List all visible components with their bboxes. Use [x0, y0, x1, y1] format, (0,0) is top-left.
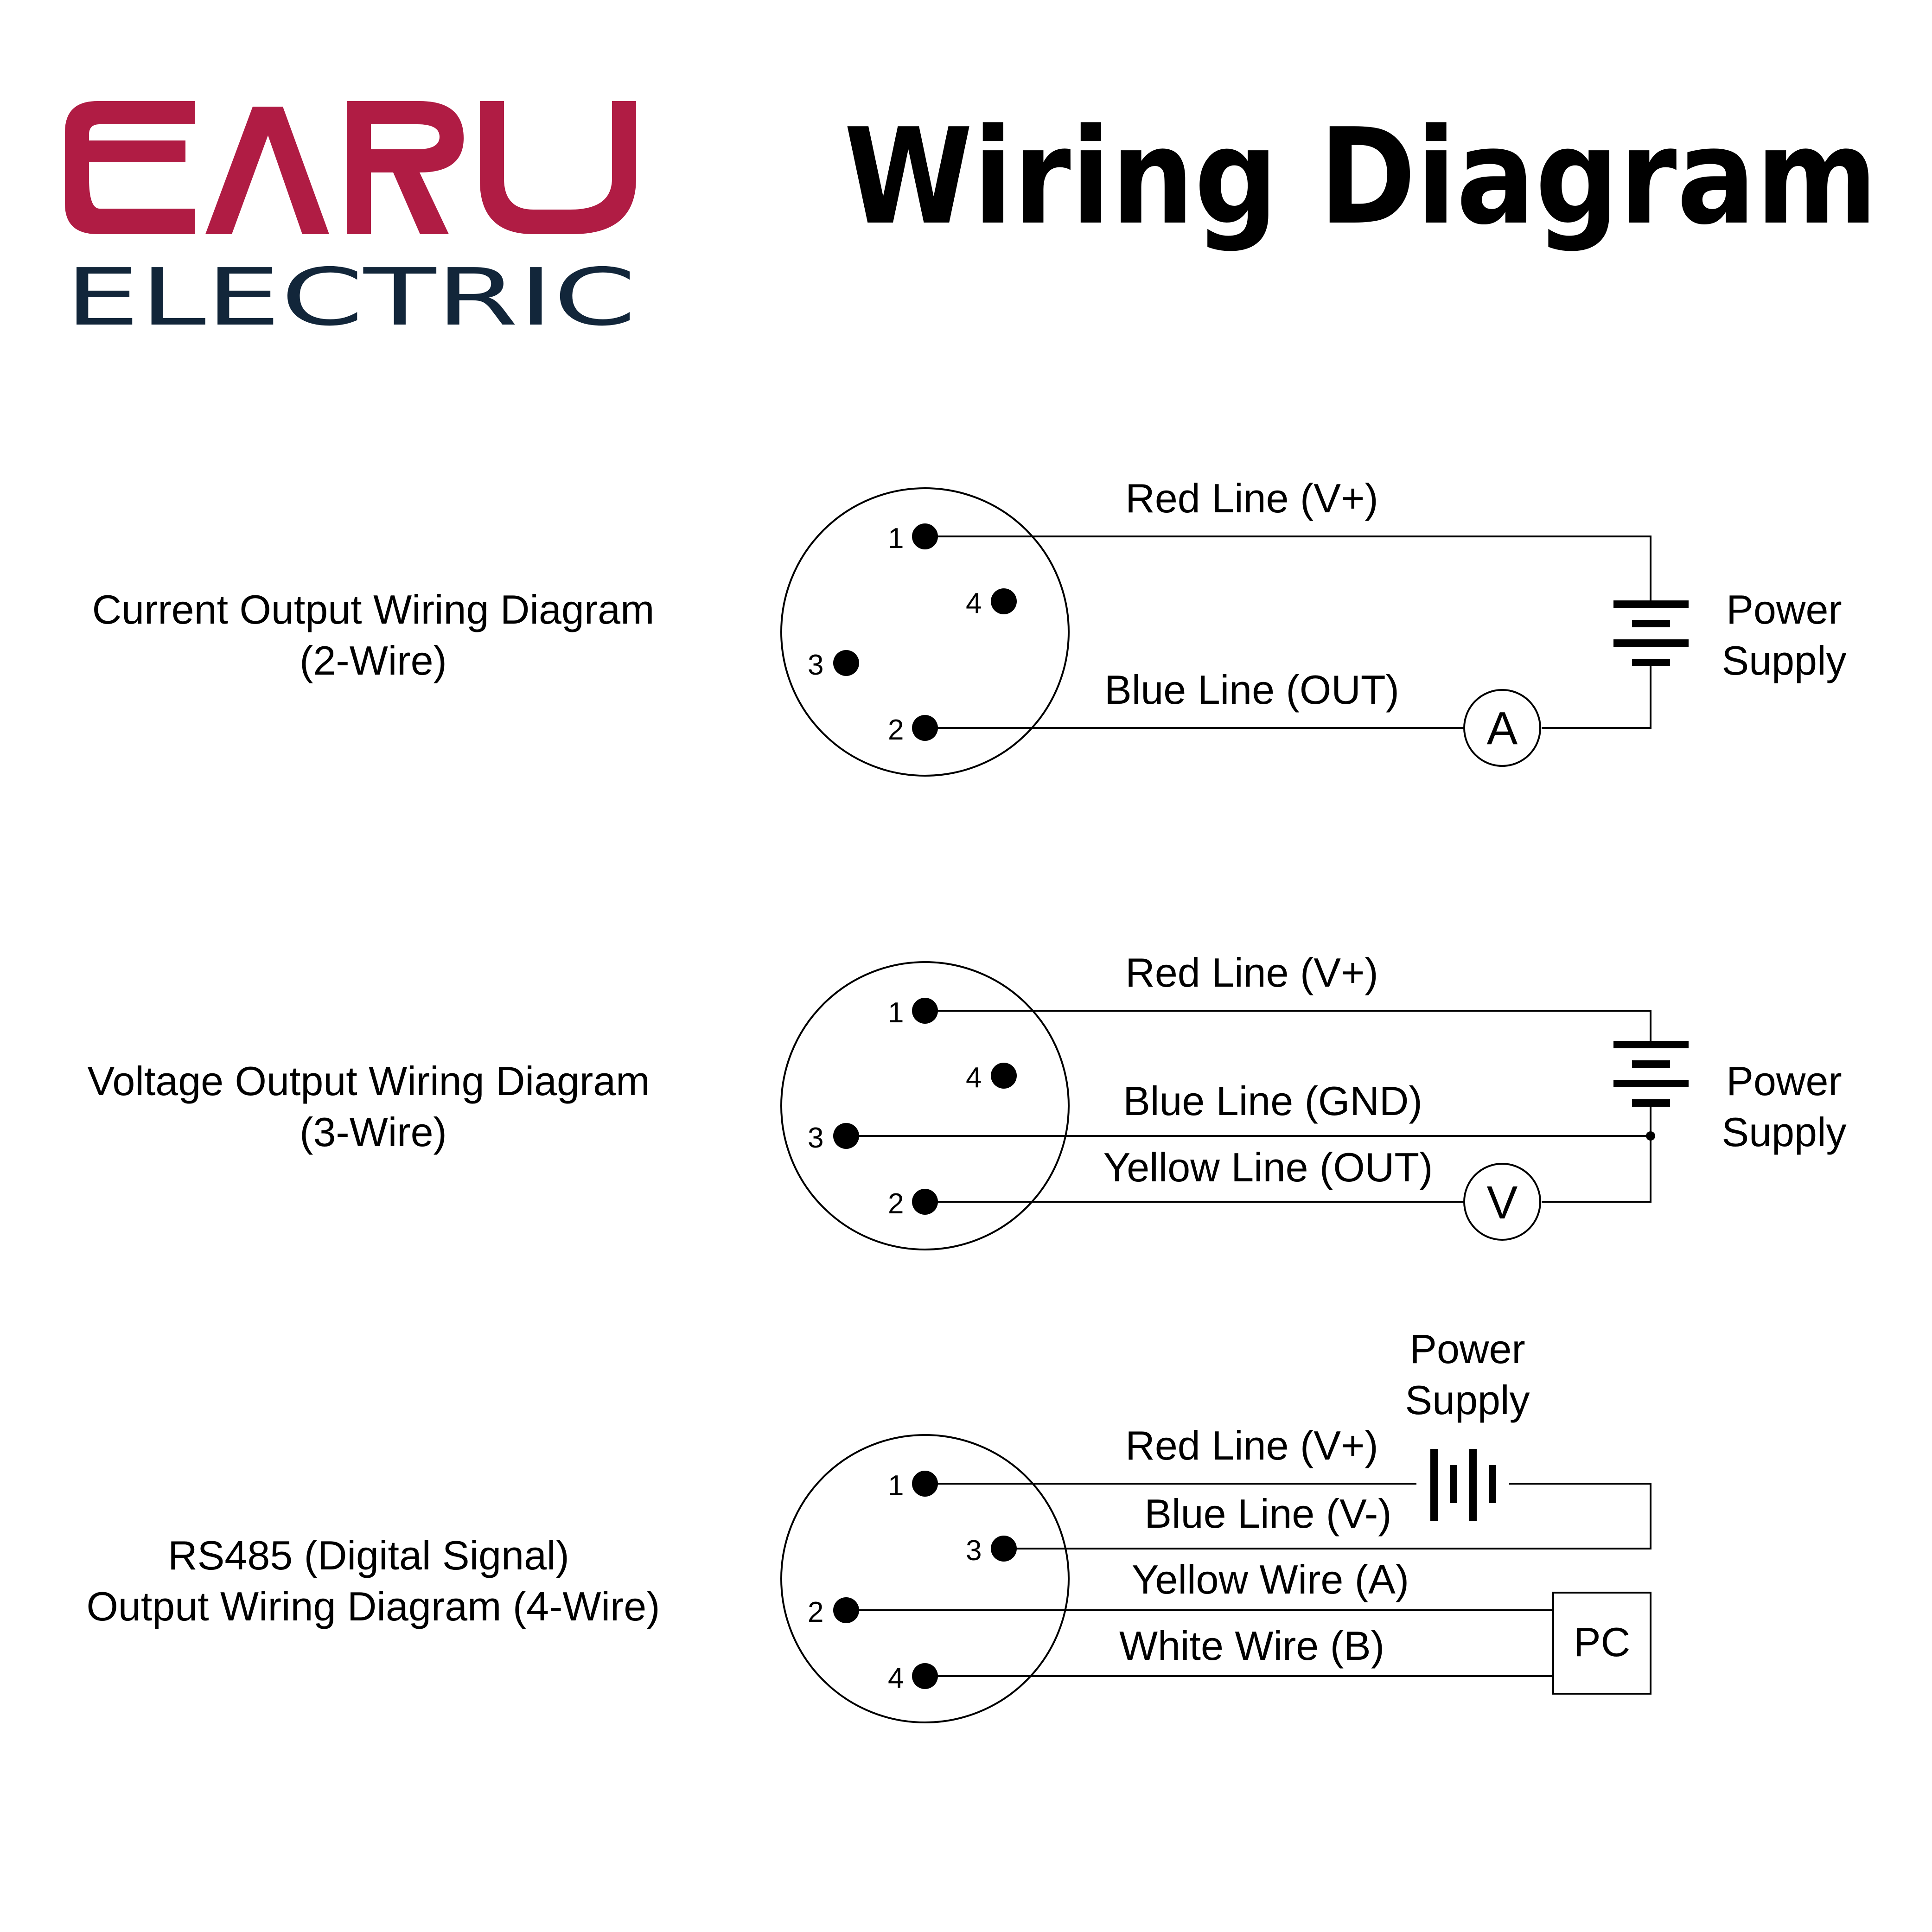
pin-1-label: 1 — [888, 997, 904, 1029]
diagram-label-line1: RS485 (Digital Signal) — [168, 1532, 569, 1578]
diagram-label-line2: Output Wiring Diagram (4-Wire) — [86, 1583, 660, 1629]
wire-yellow-label: Yellow Line (OUT) — [1103, 1144, 1433, 1190]
wire-red-label: Red Line (V+) — [1125, 475, 1378, 521]
pin-4-label: 4 — [888, 1662, 904, 1694]
pin-2-label: 2 — [808, 1596, 823, 1628]
pin-4-dot — [991, 1063, 1017, 1089]
pin-3-dot — [833, 650, 859, 676]
voltmeter-icon — [1463, 1163, 1541, 1241]
wire-blue-label: Blue Line (GND) — [1123, 1078, 1422, 1124]
wire-yellow-label: Yellow Wire (A) — [1132, 1556, 1409, 1602]
power-label-line2: Supply — [1722, 638, 1846, 683]
pin-2-label: 2 — [888, 714, 904, 746]
rs485-output-diagram: RS485 (Digital Signal) Output Wiring Dia… — [86, 1326, 1651, 1723]
pin-4-dot — [991, 588, 1017, 614]
current-output-diagram: Current Output Wiring Diagram (2-Wire) 1… — [92, 475, 1847, 777]
junction-dot — [1646, 1131, 1655, 1141]
diagram-label-line1: Current Output Wiring Diagram — [92, 587, 655, 632]
brand-logo: ELECTRIC — [65, 101, 636, 344]
ground-return-wire — [1542, 1106, 1651, 1203]
wire-white-label: White Wire (B) — [1119, 1623, 1384, 1669]
wire-red-label: Red Line (V+) — [1125, 950, 1378, 995]
red-wire — [925, 1010, 1651, 1043]
logo-subtitle: ELECTRIC — [65, 252, 636, 344]
pin-1-label: 1 — [888, 1470, 904, 1502]
voltage-output-diagram: Voltage Output Wiring Diagram (3-Wire) 1… — [87, 950, 1847, 1250]
page-title: Wiring Diagram — [844, 100, 1878, 254]
power-label-line2: Supply — [1722, 1109, 1846, 1155]
pc-box — [1552, 1592, 1651, 1695]
pc-label: PC — [1574, 1619, 1630, 1665]
wire-red-label: Red Line (V+) — [1125, 1422, 1378, 1468]
wire-blue-label: Blue Line (OUT) — [1104, 667, 1399, 713]
wire-blue-label: Blue Line (V-) — [1144, 1491, 1391, 1537]
diagram-label-line1: Voltage Output Wiring Diagram — [87, 1058, 650, 1104]
connector-circle — [780, 1434, 1070, 1723]
battery-icon — [1613, 1041, 1689, 1107]
pin-4-label: 4 — [966, 1062, 982, 1094]
pin-1-label: 1 — [888, 523, 904, 555]
power-label-line1: Power — [1726, 587, 1842, 632]
battery-icon — [1430, 1449, 1496, 1521]
ammeter-icon — [1463, 689, 1541, 767]
connector-circle — [780, 487, 1070, 777]
return-wire — [1542, 661, 1651, 729]
logo-mark-earu — [65, 101, 636, 234]
pin-4-label: 4 — [966, 587, 982, 619]
pin-3-label: 3 — [808, 649, 823, 681]
power-label-line1: Power — [1409, 1326, 1525, 1372]
pin-3-label: 3 — [808, 1122, 823, 1154]
connector-circle — [780, 961, 1070, 1250]
battery-icon — [1613, 600, 1689, 666]
voltmeter-label: V — [1487, 1177, 1518, 1229]
power-label-line2: Supply — [1405, 1377, 1530, 1423]
power-return-wire — [1004, 1483, 1651, 1549]
diagram-label-line2: (3-Wire) — [300, 1109, 447, 1155]
ammeter-label: A — [1487, 702, 1518, 754]
pin-3-label: 3 — [966, 1535, 982, 1567]
diagram-label-line2: (2-Wire) — [300, 638, 447, 683]
power-label-line1: Power — [1726, 1058, 1842, 1104]
pin-2-label: 2 — [888, 1188, 904, 1220]
red-wire — [925, 536, 1651, 603]
